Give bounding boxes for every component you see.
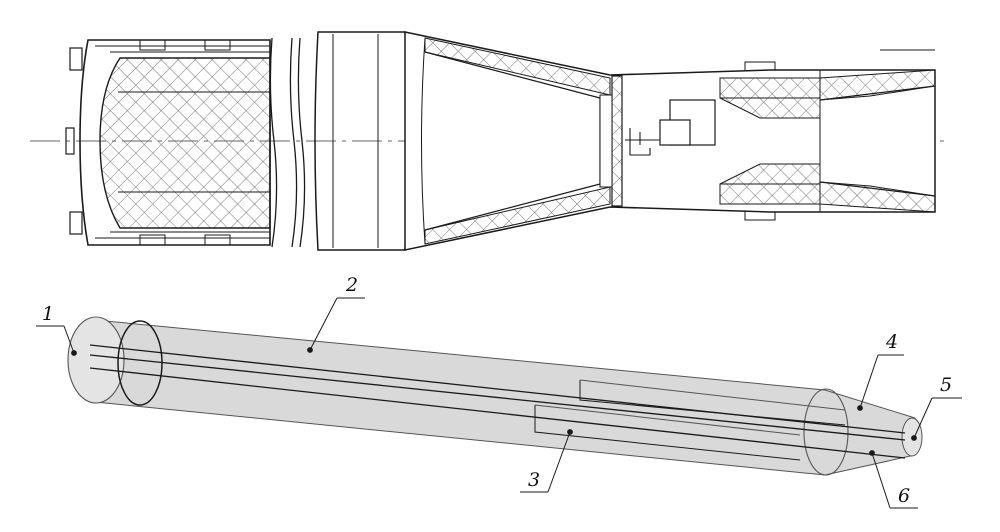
main-cylinder-body	[94, 319, 916, 476]
end-face-ellipse-1	[67, 316, 125, 404]
callout-label-5: 5	[940, 374, 952, 396]
callout-label-4: 4	[885, 331, 898, 353]
callout-label-2: 2	[345, 274, 358, 296]
break-lines	[269, 37, 306, 248]
callout-label-3: 3	[528, 469, 540, 491]
schematic-model-view: 1 2 3 4 5 6	[36, 274, 962, 509]
callout-leaders	[36, 297, 962, 509]
nozzle-body	[404, 31, 936, 251]
left-end-housing	[65, 39, 271, 246]
callout-label-1: 1	[42, 303, 54, 325]
charge-core	[99, 57, 271, 229]
callout-label-6: 6	[898, 485, 910, 507]
cross-section-view	[30, 31, 950, 251]
cone-start-ellipse	[803, 388, 849, 476]
